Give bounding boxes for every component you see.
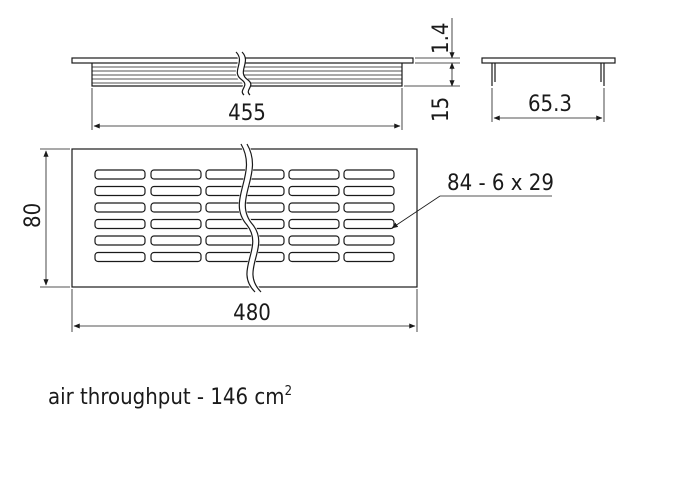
- callout-leader: [391, 195, 441, 229]
- vent-slot: [288, 169, 340, 180]
- vent-slot: [94, 251, 146, 263]
- vent-slot: [343, 169, 395, 180]
- break-line-side: [235, 49, 251, 98]
- vent-slot: [150, 251, 202, 263]
- vent-slot: [343, 235, 395, 246]
- break-line-front: [238, 143, 256, 293]
- end-view: 65.3: [481, 57, 616, 122]
- vent-slot: [150, 218, 202, 230]
- dim-15: 15: [429, 97, 454, 122]
- dim-1-4: 1.4: [429, 23, 454, 54]
- dim-65-3: 65.3: [528, 92, 572, 117]
- vent-slot: [205, 251, 285, 263]
- vent-slot: [288, 202, 340, 213]
- slots-callout: 84 - 6 x 29: [447, 171, 554, 196]
- vent-slot: [343, 185, 395, 197]
- front-view: 80 480 84 - 6 x 29: [21, 141, 554, 332]
- vent-slot: [288, 235, 340, 246]
- vent-slot: [94, 169, 146, 180]
- vent-slot: [288, 185, 340, 197]
- vent-slot: [94, 202, 146, 213]
- vent-slot: [288, 251, 340, 263]
- vent-slot: [205, 235, 285, 246]
- side-view: 455 1.4 15: [71, 18, 460, 130]
- vent-slot: [343, 202, 395, 213]
- dim-455: 455: [228, 101, 266, 126]
- vent-slot: [94, 218, 146, 230]
- vent-slot: [150, 169, 202, 180]
- dim-80: 80: [21, 203, 46, 228]
- vent-slot: [150, 185, 202, 197]
- break-line-side-edge: [235, 51, 246, 96]
- vent-slot: [94, 185, 146, 197]
- air-throughput-note: air throughput - 146 cm2: [48, 384, 292, 410]
- dim-480: 480: [233, 301, 271, 326]
- vent-slot: [343, 218, 395, 230]
- vent-slot: [343, 251, 395, 263]
- vent-slot: [150, 235, 202, 246]
- vent-slot: [288, 218, 340, 230]
- vent-slot: [150, 202, 202, 213]
- vent-slot: [94, 235, 146, 246]
